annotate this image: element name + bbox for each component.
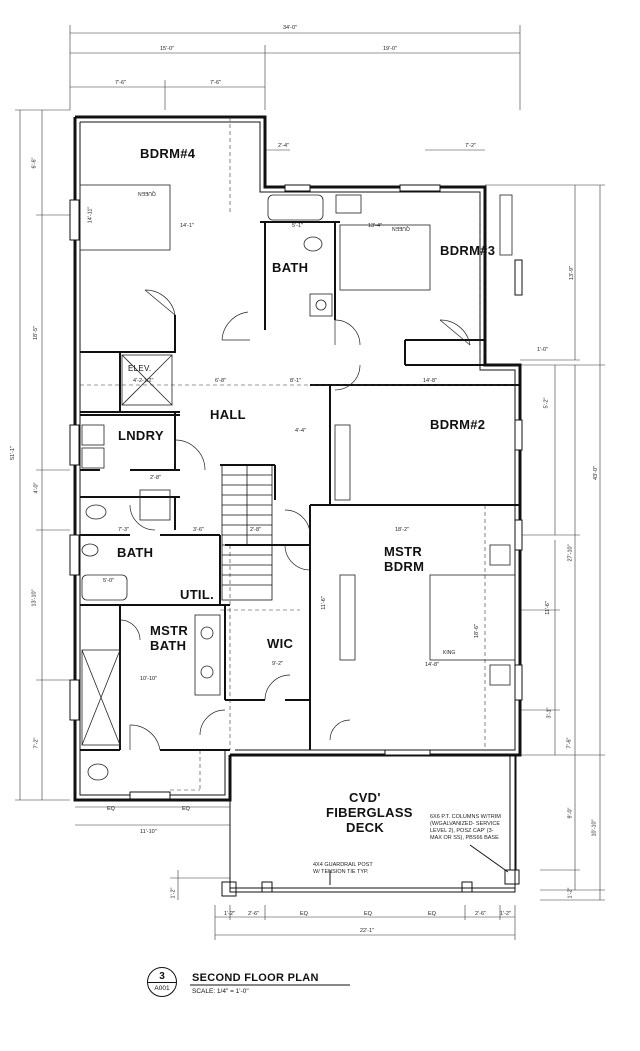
note-columns: 6X6 P.T. COLUMNS W/TRIM (W/GALVANIZED- S… bbox=[430, 814, 501, 841]
dim-deck-a: 1'-2" bbox=[224, 911, 235, 917]
room-label-hall: HALL bbox=[210, 407, 246, 422]
room-label-mstr-bdrm-1: MSTR bbox=[384, 544, 423, 559]
dim-bdrm4-width: 14'-1" bbox=[180, 223, 195, 229]
dim-left-bottom: 11'-10" bbox=[140, 829, 157, 835]
dim-bath-tub: 5'-0" bbox=[103, 578, 114, 584]
dim-left-total: 51'-1" bbox=[10, 445, 17, 461]
dim-left-half: 15'-0" bbox=[160, 46, 175, 52]
note-guardrail: 4X4 GUARDRAIL POST W/ TENSION TIE TYP. bbox=[313, 862, 373, 875]
dim-overall-width: 34'-0" bbox=[283, 25, 298, 31]
drawing-title: SECOND FLOOR PLAN bbox=[192, 972, 319, 984]
dim-bdrm3-window: 7'-2" bbox=[465, 143, 476, 149]
dim-deck-eq1: EQ bbox=[300, 911, 308, 917]
drawing-scale: SCALE: 1/4" = 1'-0" bbox=[192, 988, 249, 995]
dim-deck-c: 2'-6" bbox=[475, 911, 486, 917]
room-label-bdrm3: BDRM#3 bbox=[440, 243, 496, 258]
dim-mstr-bdrm-width2: 14'-8" bbox=[425, 662, 440, 668]
bed-label-bdrm4: QUEEN bbox=[138, 190, 156, 196]
dim-left-deck: 1'-2" bbox=[170, 887, 177, 899]
room-label-wic: WIC bbox=[267, 636, 294, 651]
fixtures bbox=[79, 184, 516, 781]
dim-bottom-eq2: EQ bbox=[182, 806, 190, 812]
room-label-bdrm4: BDRM#4 bbox=[140, 146, 196, 161]
title-underline bbox=[190, 984, 350, 986]
room-label-elev: ELEV. bbox=[128, 364, 152, 373]
dim-left-lower: 13'-10" bbox=[31, 589, 38, 607]
deck bbox=[221, 754, 520, 897]
bed-label-bdrm3: QUEEN bbox=[392, 225, 410, 231]
room-label-deck-1: CVD' bbox=[349, 790, 381, 805]
dim-right-half: 19'-0" bbox=[383, 46, 398, 52]
dim-left-bottom-v: 7'-2" bbox=[33, 737, 40, 749]
dim-bdrm4-b: 7'-6" bbox=[210, 80, 221, 86]
room-label-mstr-bdrm-2: BDRM bbox=[384, 559, 425, 574]
sheet-number: A001 bbox=[154, 985, 170, 992]
stairs bbox=[221, 464, 273, 601]
dim-right-h: 10'-10" bbox=[591, 819, 598, 837]
dim-deck-b: 2'-6" bbox=[248, 911, 259, 917]
dim-deck-overall: 22'-1" bbox=[360, 928, 375, 934]
dim-right-e: 3'-1" bbox=[546, 707, 553, 719]
room-label-mstr-bath-1: MSTR bbox=[150, 623, 189, 638]
dim-right-g: 9'-0" bbox=[567, 807, 574, 819]
dim-left-mid: 4'-0" bbox=[33, 482, 40, 494]
dim-lndry-a: 2'-8" bbox=[150, 475, 161, 481]
dashed-lines bbox=[80, 117, 520, 791]
dim-hall-b: 8'-1" bbox=[290, 378, 301, 384]
dim-right-b: 5'-2" bbox=[543, 397, 550, 409]
dim-bdrm2-closet: 4'-4" bbox=[295, 428, 306, 434]
dim-mstr-bdrm-width: 18'-2" bbox=[395, 527, 410, 533]
dim-bdrm4-depth: 14'-11" bbox=[87, 206, 94, 224]
dim-hall-a: 6'-8" bbox=[215, 378, 226, 384]
bed-label-mstr: KING bbox=[443, 650, 456, 656]
dim-right-c: 27'-10" bbox=[567, 544, 574, 562]
dim-deck-d: 1'-2" bbox=[500, 911, 511, 917]
room-label-deck-2: FIBERGLASS bbox=[326, 805, 413, 820]
dim-mstr-bath: 10'-10" bbox=[140, 676, 158, 682]
dim-hall-c: 14'-8" bbox=[423, 378, 438, 384]
room-label-bath-upper: BATH bbox=[272, 260, 309, 275]
dim-bottom-eq1: EQ bbox=[107, 806, 115, 812]
bubble-divider bbox=[148, 982, 176, 983]
dim-bdrm3-width: 13'-4" bbox=[368, 223, 383, 229]
dim-wic-width: 9'-2" bbox=[272, 661, 283, 667]
dim-deck-eq3: EQ bbox=[428, 911, 436, 917]
dim-right-d: 11'-6" bbox=[544, 601, 551, 615]
windows bbox=[69, 184, 523, 800]
dim-right-total: 43'-0" bbox=[593, 465, 600, 481]
dim-right-i: 1'-2" bbox=[567, 887, 574, 899]
dim-bath-a: 7'-3" bbox=[118, 527, 129, 533]
dim-tub: 5'-1" bbox=[292, 223, 303, 229]
dim-bath-b: 3'-6" bbox=[193, 527, 204, 533]
room-label-bdrm2: BDRM#2 bbox=[430, 417, 486, 432]
dim-wic-depth: 11'-6" bbox=[320, 596, 327, 610]
dim-mstr-bdrm-depth: 18'-6" bbox=[474, 623, 481, 639]
exterior-walls bbox=[73, 115, 522, 802]
room-label-lndry: LNDRY bbox=[118, 428, 164, 443]
dim-right-a: 1'-0" bbox=[537, 347, 548, 353]
dim-right-top: 13'-9" bbox=[569, 265, 576, 281]
dim-bath-width: 2'-4" bbox=[278, 143, 289, 149]
dim-left-upper: 18'-5" bbox=[33, 325, 40, 341]
drawing-number-bubble: 3 A001 bbox=[147, 967, 177, 997]
dim-right-f: 7'-6" bbox=[566, 737, 573, 749]
room-label-mstr-bath-2: BATH bbox=[150, 638, 187, 653]
room-label-deck-3: DECK bbox=[346, 820, 385, 835]
room-label-util: UTIL. bbox=[180, 587, 214, 602]
dim-elev-size: 4'-2-1/2" bbox=[133, 378, 154, 384]
door-swings bbox=[119, 289, 471, 751]
dim-deck-eq2: EQ bbox=[364, 911, 372, 917]
drawing-number: 3 bbox=[159, 971, 165, 982]
dim-stair-a: 2'-8" bbox=[250, 527, 261, 533]
dimension-lines bbox=[15, 25, 605, 940]
dim-bdrm4-a: 7'-6" bbox=[115, 80, 126, 86]
room-label-bath-lower: BATH bbox=[117, 545, 154, 560]
interior-walls bbox=[80, 221, 520, 751]
dim-left-top: 6'-6" bbox=[31, 157, 38, 169]
